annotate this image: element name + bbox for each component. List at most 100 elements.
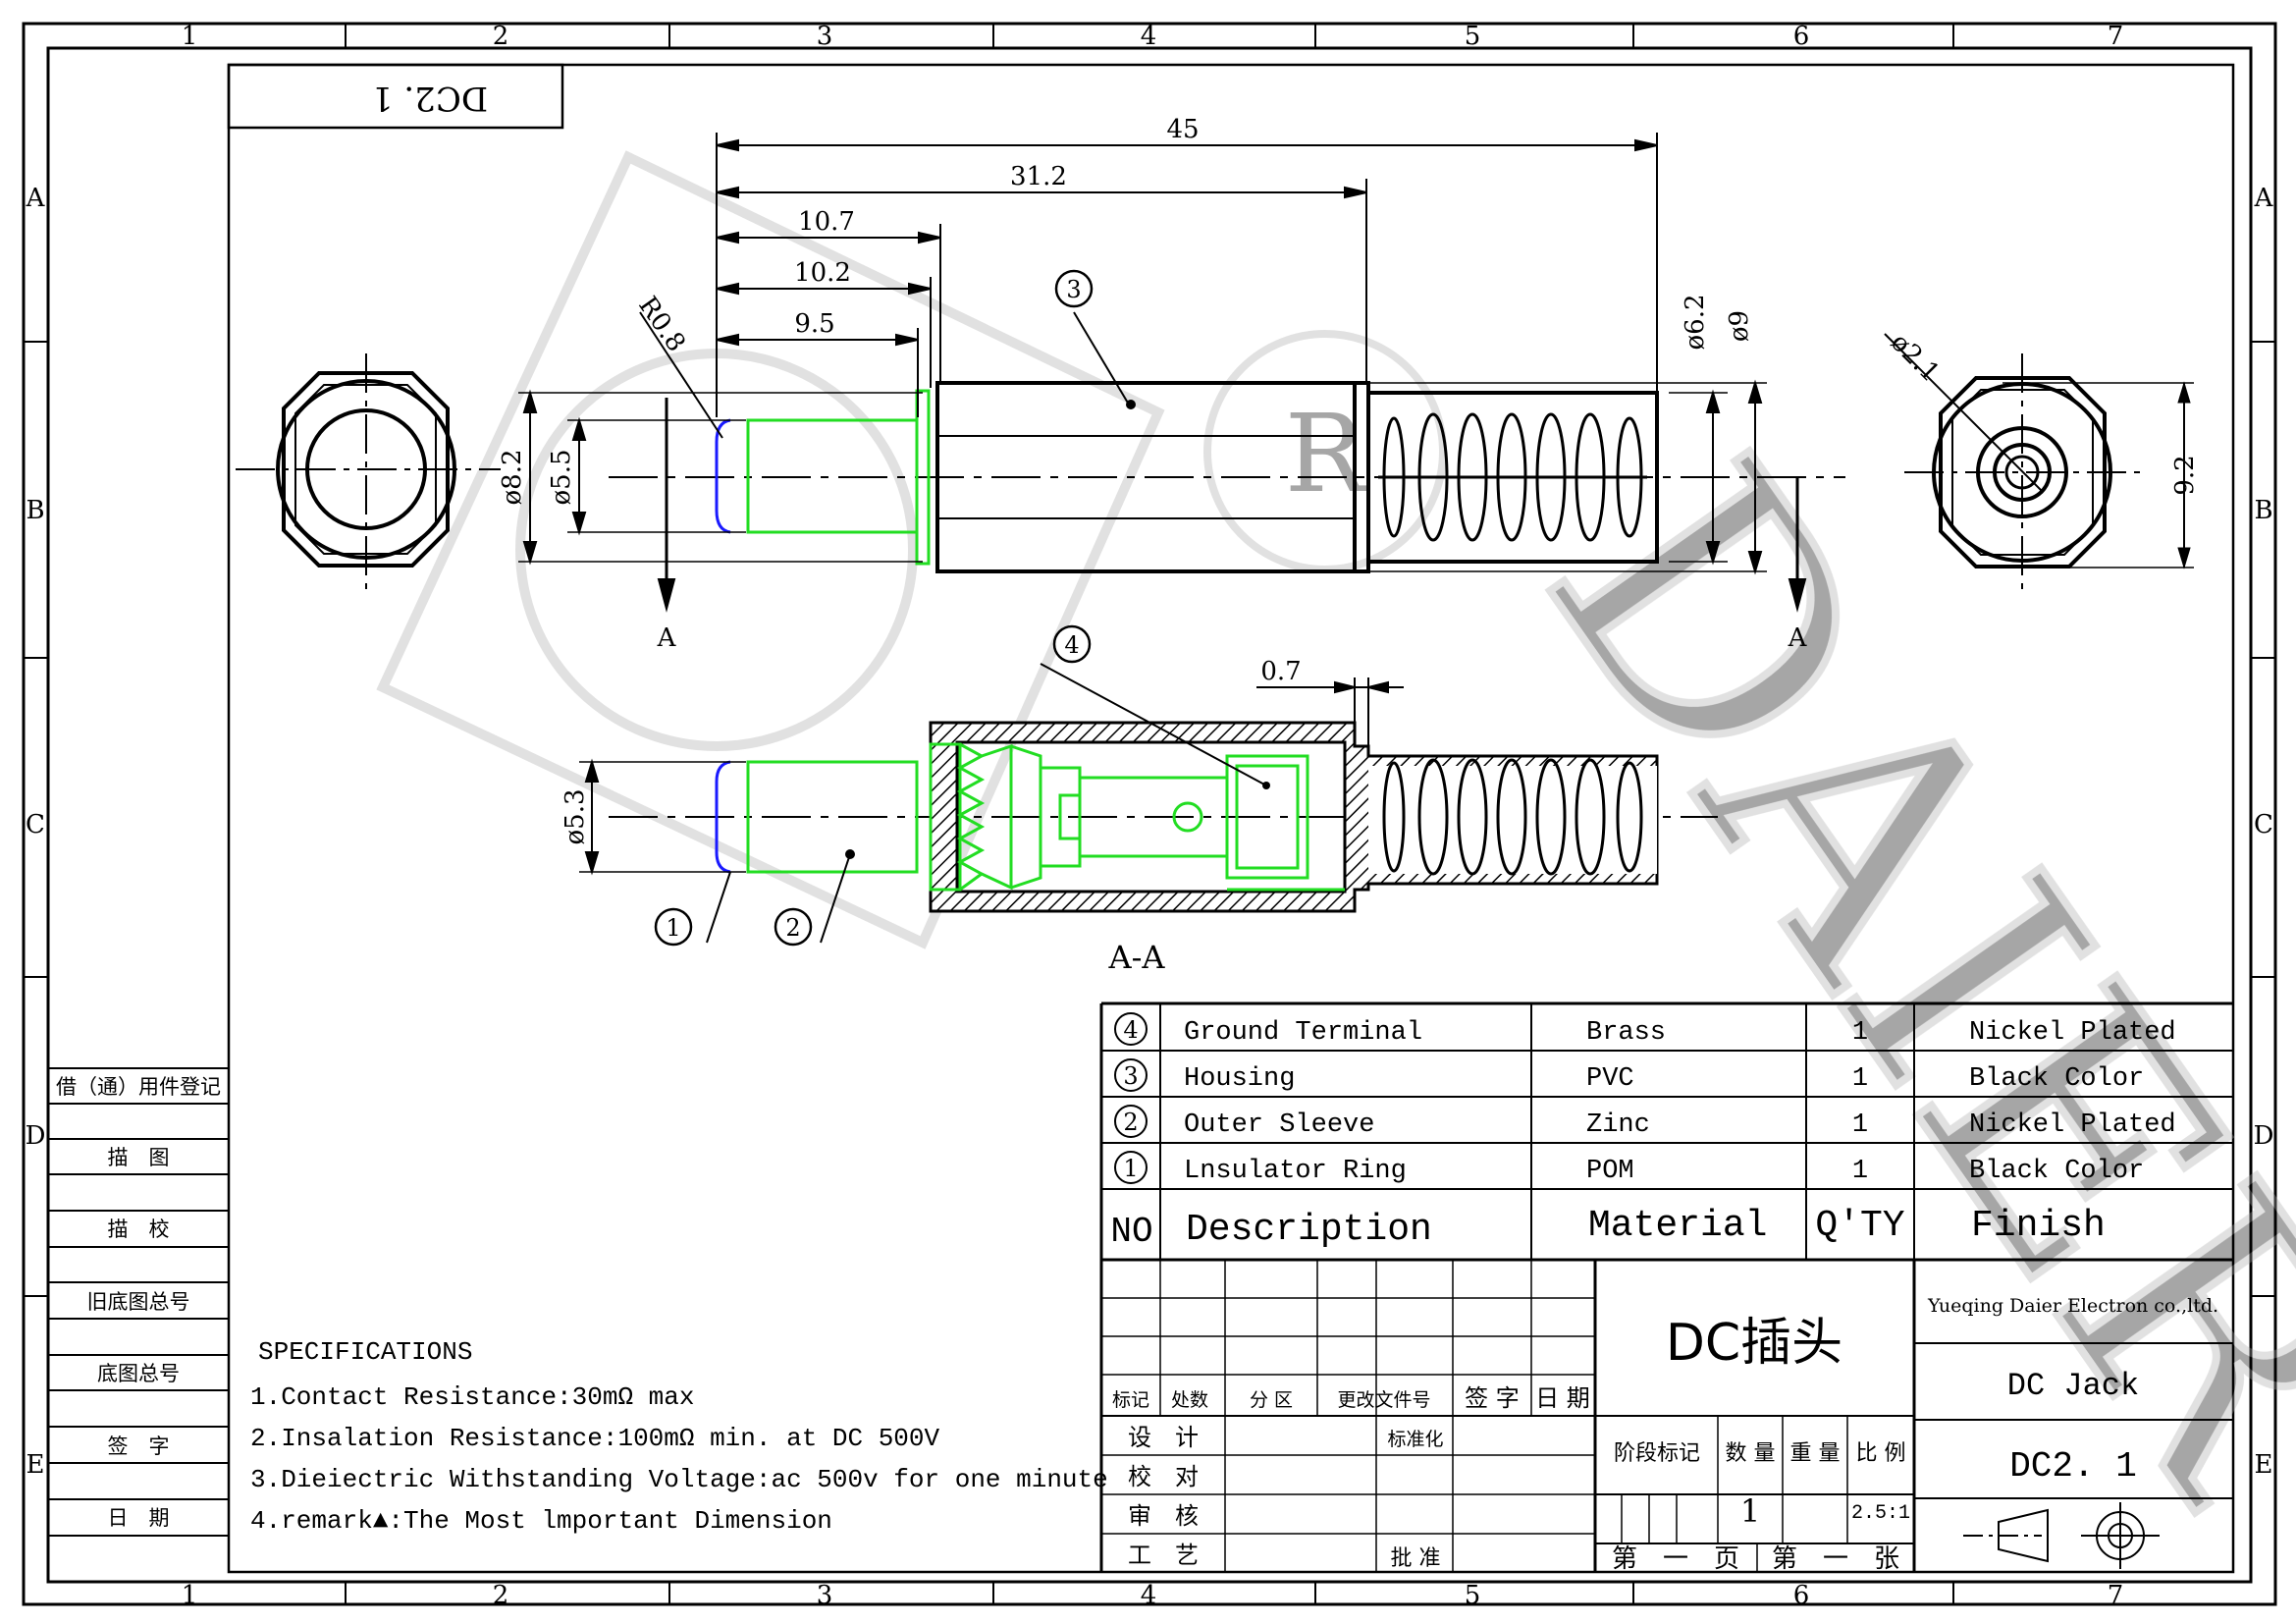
dim-9-5: 9.5 xyxy=(794,309,834,339)
svg-text:2: 2 xyxy=(785,914,800,942)
svg-text:3: 3 xyxy=(817,1581,833,1610)
svg-text:Description: Description xyxy=(1186,1209,1432,1251)
svg-text:重 量: 重 量 xyxy=(1790,1441,1841,1466)
svg-text:1: 1 xyxy=(1852,1110,1868,1140)
svg-text:E: E xyxy=(27,1450,45,1480)
svg-text:Finish: Finish xyxy=(1971,1205,2106,1247)
svg-text:签 字: 签 字 xyxy=(1465,1384,1520,1412)
section-dimensions xyxy=(579,677,1404,944)
svg-text:Ground Terminal: Ground Terminal xyxy=(1184,1018,1422,1048)
svg-text:1: 1 xyxy=(182,22,198,51)
bom-rows: 4 Ground Terminal Brass 1 Nickel Plated … xyxy=(1110,1012,2176,1252)
svg-text:设 计: 设 计 xyxy=(1128,1424,1199,1451)
title-block-labels: 标记 处数 分 区 更改文件号 签 字 日 期 设 计 校 对 审 核 工 艺 … xyxy=(1112,1384,1590,1571)
svg-text:Outer Sleeve: Outer Sleeve xyxy=(1184,1110,1374,1140)
dim-31-2: 31.2 xyxy=(1010,162,1067,191)
section-label: A-A xyxy=(1107,939,1165,976)
dim-dia-5-5: ø5.5 xyxy=(547,449,576,505)
svg-text:Nickel Plated: Nickel Plated xyxy=(1969,1110,2176,1140)
balloon-1: 1 xyxy=(654,907,693,947)
watermark: R DAIER xyxy=(376,150,2296,1563)
bom-row: 4 Ground Terminal Brass 1 Nickel Plated xyxy=(1114,1012,2176,1048)
svg-text:数 量: 数 量 xyxy=(1726,1441,1776,1466)
spec-item-1: 1.Contact Resistance:30mΩ max xyxy=(250,1382,694,1412)
svg-text:A: A xyxy=(2254,184,2274,213)
sheet-label: 第 一 张 xyxy=(1772,1544,1899,1574)
svg-text:1: 1 xyxy=(1852,1064,1868,1094)
svg-text:借（通）用件登记: 借（通）用件登记 xyxy=(56,1075,221,1099)
balloon-3: 3 xyxy=(1054,269,1094,308)
specifications: SPECIFICATIONS 1.Contact Resistance:30mΩ… xyxy=(250,1337,1108,1536)
svg-text:1: 1 xyxy=(1852,1157,1868,1186)
inner-frame xyxy=(46,46,2253,1584)
product-name-cn: DC插头 xyxy=(1666,1314,1842,1373)
svg-text:日 期: 日 期 xyxy=(1535,1384,1590,1412)
spec-item-4: 4.remark▲:The Most lmportant Dimension xyxy=(250,1506,832,1536)
section-mark-left: A xyxy=(657,623,677,653)
spec-item-3: 3.Dieiectric Withstanding Voltage:ac 500… xyxy=(250,1465,1108,1494)
svg-text:Lnsulator Ring: Lnsulator Ring xyxy=(1184,1157,1407,1186)
svg-text:PVC: PVC xyxy=(1586,1064,1634,1094)
svg-text:7: 7 xyxy=(2108,22,2124,51)
stage-row: 阶段标记 数 量 重 量 比 例 xyxy=(1614,1441,1906,1466)
svg-text:5: 5 xyxy=(1465,22,1481,51)
svg-text:比 例: 比 例 xyxy=(1856,1441,1906,1466)
dim-45: 45 xyxy=(1166,115,1199,144)
svg-text:E: E xyxy=(2255,1450,2273,1480)
row-labels: AB CD E AB CD E xyxy=(26,184,2274,1480)
side-view-dimensions xyxy=(518,133,1807,613)
section-view xyxy=(609,663,1718,913)
projection-symbol-icon xyxy=(1963,1502,2160,1569)
left-strip xyxy=(48,1067,229,1537)
drawing-number-inverted: DC2. 1 xyxy=(372,79,488,118)
svg-text:C: C xyxy=(2254,810,2273,839)
svg-text:底图总号: 底图总号 xyxy=(97,1362,180,1385)
left-end-view xyxy=(236,353,501,595)
svg-text:2: 2 xyxy=(493,1581,509,1610)
svg-text:NO: NO xyxy=(1110,1212,1152,1252)
svg-text:1: 1 xyxy=(666,914,680,942)
svg-text:处数: 处数 xyxy=(1171,1389,1208,1411)
left-strip-labels: 借（通）用件登记 描 图 描 校 旧底图总号 底图总号 签 字 日 期 xyxy=(56,1075,221,1530)
bom-table-grid xyxy=(1099,1001,2233,1572)
svg-text:4: 4 xyxy=(1141,22,1157,51)
svg-text:校 对: 校 对 xyxy=(1128,1463,1199,1490)
svg-text:B: B xyxy=(2254,496,2272,525)
quantity-value: 1 xyxy=(1740,1492,1760,1530)
svg-text:3: 3 xyxy=(1066,276,1081,303)
outer-frame xyxy=(22,22,2277,1606)
svg-text:描 图: 描 图 xyxy=(108,1146,170,1169)
svg-text:1: 1 xyxy=(1852,1018,1868,1048)
svg-text:6: 6 xyxy=(1793,22,1810,51)
spec-item-2: 2.Insalation Resistance:100mΩ min. at DC… xyxy=(250,1424,940,1453)
svg-text:C: C xyxy=(26,810,45,839)
bom-row: 3 Housing PVC 1 Black Color xyxy=(1114,1058,2144,1094)
product-name-en: DC Jack xyxy=(2007,1368,2139,1404)
svg-text:D: D xyxy=(26,1121,46,1151)
svg-text:3: 3 xyxy=(1123,1062,1138,1090)
svg-text:Housing: Housing xyxy=(1184,1064,1295,1094)
svg-text:B: B xyxy=(26,496,44,525)
bom-header: NO Description Material Q'TY Finish xyxy=(1110,1205,2105,1252)
svg-text:阶段标记: 阶段标记 xyxy=(1614,1441,1700,1466)
bom-row: 2 Outer Sleeve Zinc 1 Nickel Plated xyxy=(1114,1105,2176,1140)
scale-value: 2.5:1 xyxy=(1851,1502,1910,1525)
svg-text:7: 7 xyxy=(2108,1581,2124,1610)
svg-text:Black Color: Black Color xyxy=(1969,1157,2144,1186)
side-dim-texts: 45 31.2 10.7 10.2 9.5 A A xyxy=(657,115,1808,653)
svg-text:4: 4 xyxy=(1123,1016,1138,1044)
svg-text:标准化: 标准化 xyxy=(1387,1429,1443,1450)
svg-text:4: 4 xyxy=(1141,1581,1157,1610)
svg-text:Q'TY: Q'TY xyxy=(1815,1205,1904,1247)
bom-row: 1 Lnsulator Ring POM 1 Black Color xyxy=(1114,1151,2144,1186)
svg-text:旧底图总号: 旧底图总号 xyxy=(87,1290,190,1314)
svg-text:Brass: Brass xyxy=(1586,1018,1666,1048)
balloon-4: 4 xyxy=(1052,624,1092,664)
dim-dia-9: ø9 xyxy=(1725,310,1754,342)
svg-text:Black Color: Black Color xyxy=(1969,1064,2144,1094)
svg-text:5: 5 xyxy=(1465,1581,1481,1610)
zone-ticks xyxy=(24,24,2275,1604)
dim-10-2: 10.2 xyxy=(794,258,851,288)
svg-text:分 区: 分 区 xyxy=(1250,1389,1293,1411)
